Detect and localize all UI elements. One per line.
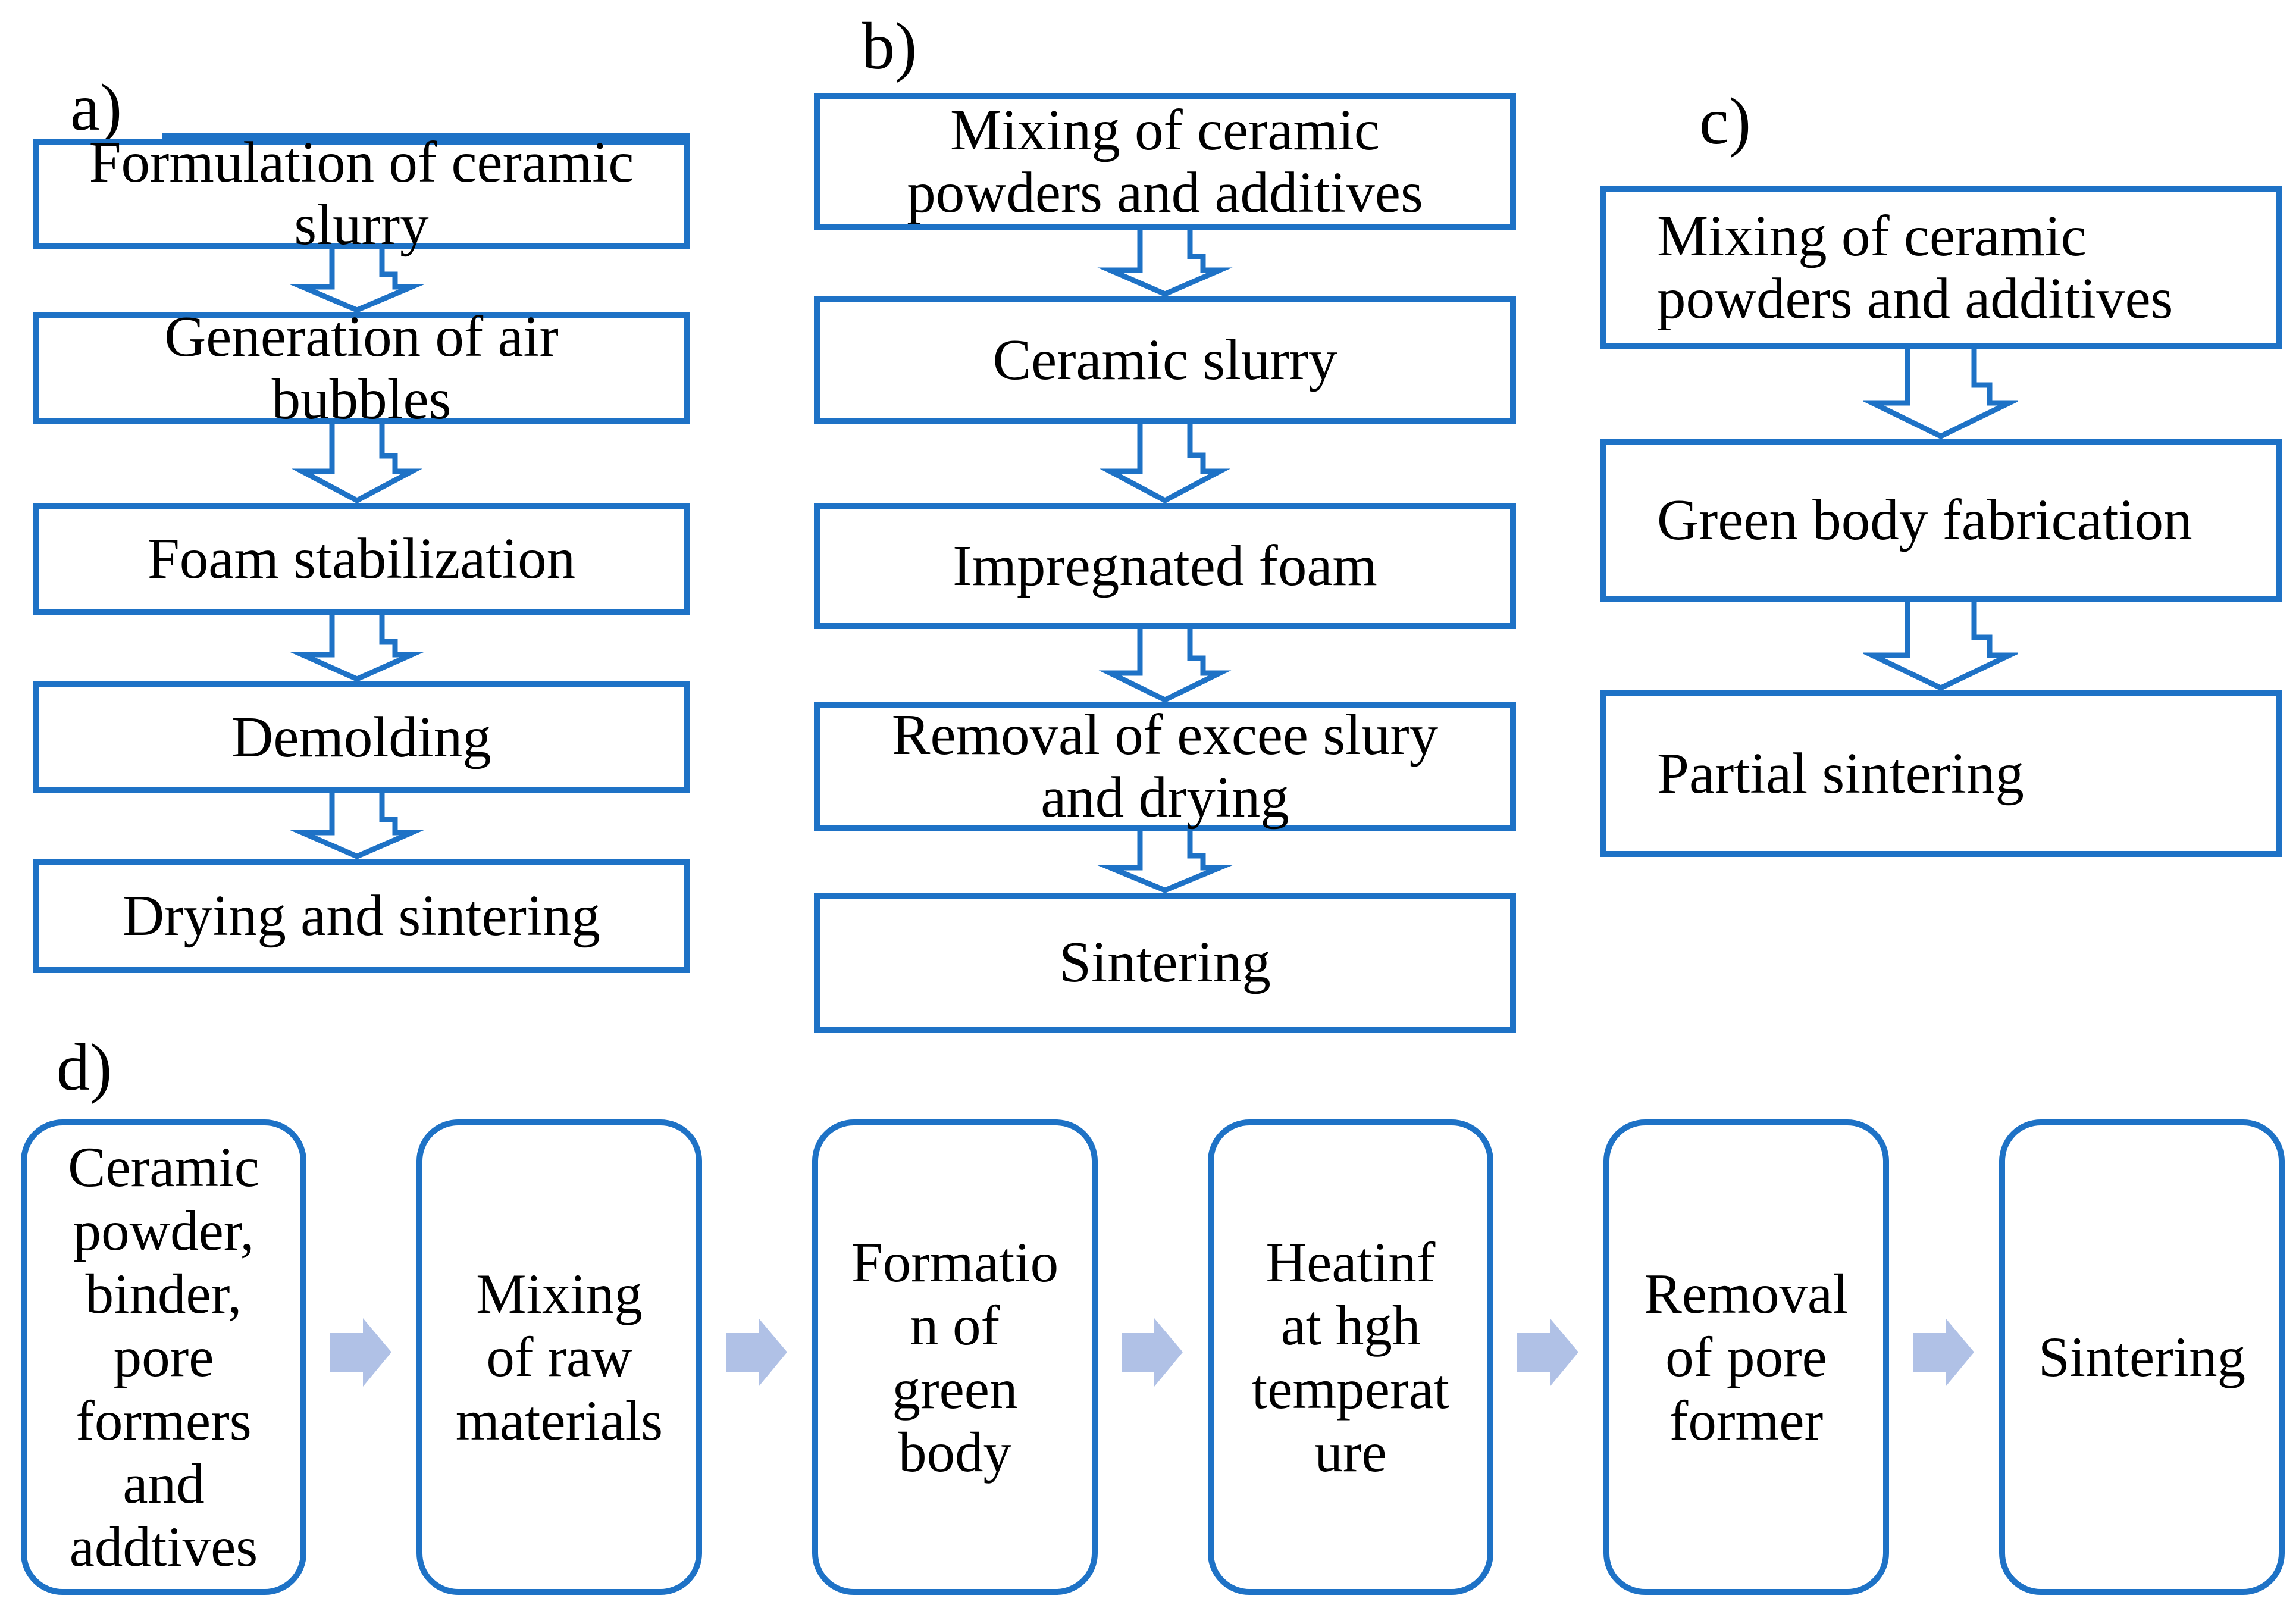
box-text-a2: Generation of air bubbles — [164, 305, 559, 431]
box-text-d2: Mixing of raw materials — [455, 1262, 663, 1452]
down-arrow-b2-b3-icon — [1099, 424, 1231, 503]
down-arrow-c2-c3-icon — [1863, 602, 2018, 690]
flow-box-b3: Impregnated foam — [814, 503, 1516, 629]
flow-box-c1: Mixing of ceramic powders and additives — [1600, 186, 2282, 349]
down-arrow-a2-a3-icon — [291, 424, 423, 503]
box-text-d3: Formatio n of green body — [851, 1230, 1059, 1484]
flow-box-b1: Mixing of ceramic powders and additives — [814, 93, 1516, 230]
flow-box-d2: Mixing of raw materials — [416, 1119, 702, 1595]
box-text-c1: Mixing of ceramic powders and additives — [1657, 204, 2173, 330]
flow-box-d3: Formatio n of green body — [812, 1119, 1098, 1595]
box-text-a5: Drying and sintering — [123, 883, 600, 947]
flow-box-a2: Generation of air bubbles — [33, 305, 690, 430]
flow-box-a1: Formulation of ceramic slurry — [33, 131, 690, 255]
down-arrow-a3-a4-icon — [289, 615, 425, 681]
flow-box-d6: Sintering — [1999, 1119, 2285, 1595]
box-text-d1: Ceramic powder, binder, pore formers and… — [68, 1135, 259, 1579]
box-text-c3: Partial sintering — [1657, 741, 2024, 805]
down-arrow-a1-a2-icon — [289, 249, 425, 312]
flow-box-c3: Partial sintering — [1600, 690, 2282, 857]
box-text-a3: Foam stabilization — [147, 526, 576, 590]
down-arrow-a4-a5-icon — [289, 793, 425, 859]
down-arrow-b3-b4-icon — [1098, 629, 1232, 702]
box-text-a1: Formulation of ceramic slurry — [89, 130, 634, 256]
box-text-d5: Removal of pore former — [1644, 1262, 1849, 1452]
box-text-b4: Removal of excee slury and drying — [891, 703, 1439, 829]
flow-box-d4: Heatinf at hgh temperat ure — [1208, 1119, 1493, 1595]
down-arrow-b4-b5-icon — [1097, 831, 1233, 893]
right-arrow-d1-d2-icon — [330, 1318, 391, 1387]
box-text-b2: Ceramic slurry — [992, 327, 1337, 392]
flow-box-b2: Ceramic slurry — [814, 296, 1516, 424]
box-text-b3: Impregnated foam — [953, 533, 1377, 598]
down-arrow-c1-c2-icon — [1863, 349, 2018, 439]
box-text-c2: Green body fabrication — [1657, 488, 2192, 552]
right-arrow-d5-d6-icon — [1913, 1318, 1974, 1387]
flow-box-b5: Sintering — [814, 893, 1516, 1033]
box-text-b5: Sintering — [1059, 930, 1271, 994]
flow-box-a5: Drying and sintering — [33, 859, 690, 973]
right-arrow-d3-d4-icon — [1122, 1318, 1183, 1387]
flow-box-c2: Green body fabrication — [1600, 439, 2282, 602]
box-text-d4: Heatinf at hgh temperat ure — [1251, 1230, 1450, 1484]
flow-box-b4: Removal of excee slury and drying — [814, 702, 1516, 831]
panel-a-label: a) — [70, 71, 123, 145]
panel-b-label: b) — [862, 10, 917, 83]
panel-d-label: d) — [57, 1031, 112, 1105]
box-a1-top-border-artifact — [162, 133, 690, 139]
box-text-a4: Demolding — [231, 705, 491, 769]
right-arrow-d2-d3-icon — [726, 1318, 787, 1387]
down-arrow-b1-b2-icon — [1097, 230, 1233, 296]
panel-c-label: c) — [1699, 85, 1752, 158]
flow-box-d1: Ceramic powder, binder, pore formers and… — [21, 1119, 306, 1595]
flow-box-a3: Foam stabilization — [33, 503, 690, 615]
flow-box-a4: Demolding — [33, 681, 690, 793]
right-arrow-d4-d5-icon — [1517, 1318, 1578, 1387]
box-text-b1: Mixing of ceramic powders and additives — [907, 98, 1423, 224]
box-text-d6: Sintering — [2038, 1325, 2246, 1389]
flow-box-d5: Removal of pore former — [1603, 1119, 1889, 1595]
